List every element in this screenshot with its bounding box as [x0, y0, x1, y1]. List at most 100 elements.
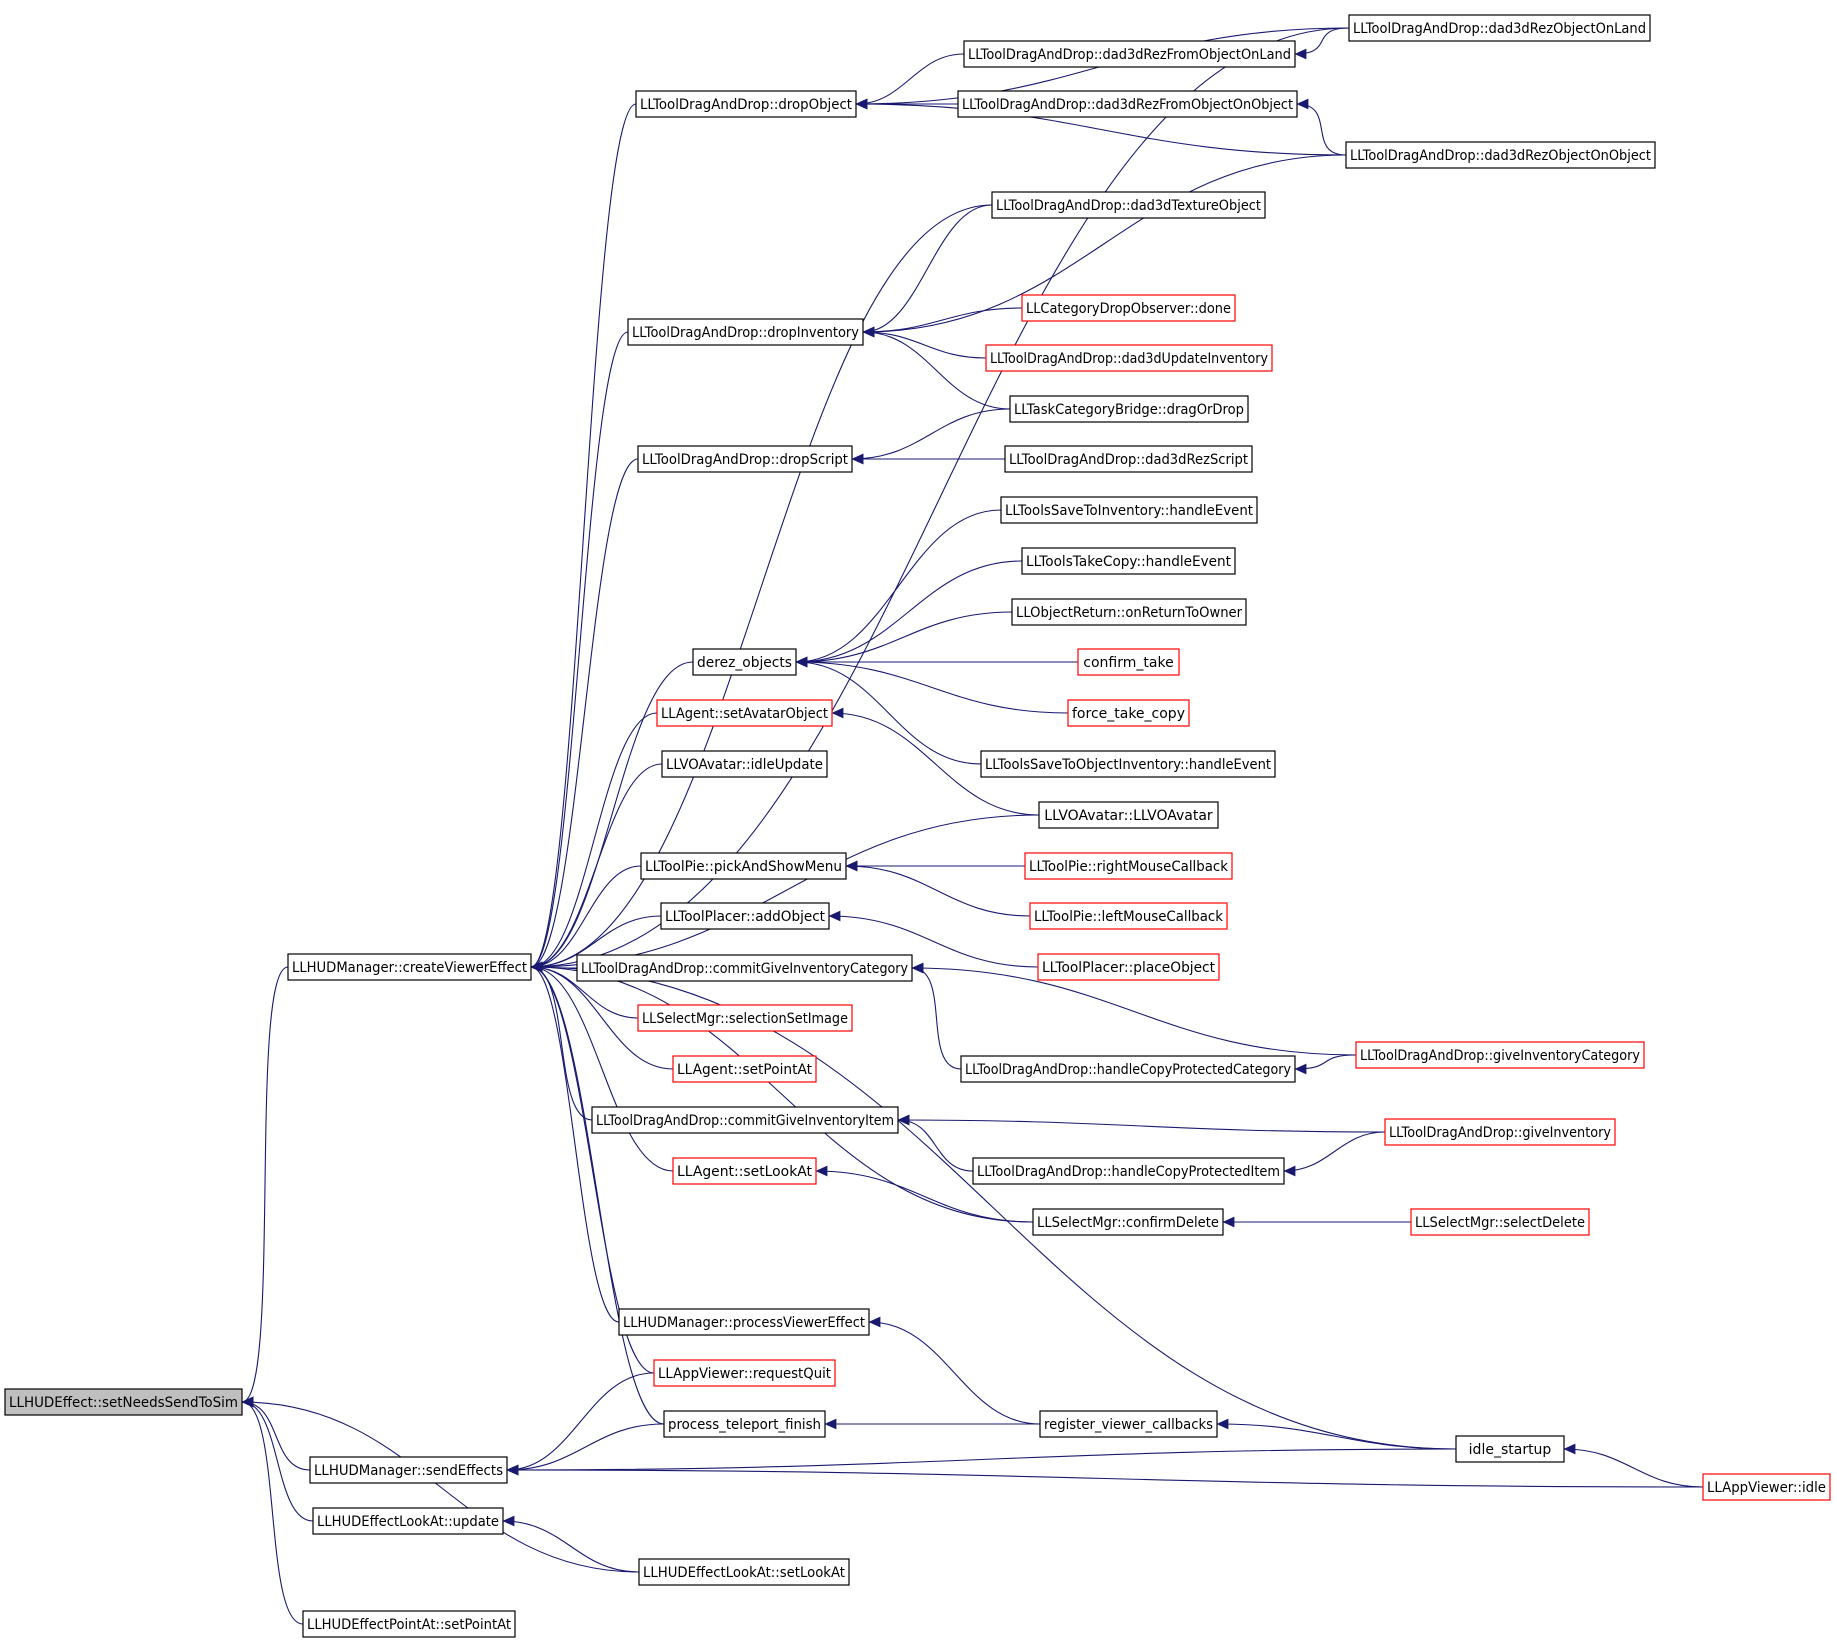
node-box[interactable] — [1011, 598, 1247, 626]
node-updateInventory[interactable]: LLToolDragAndDrop::dad3dUpdateInventory — [985, 344, 1273, 372]
node-dragOrDrop[interactable]: LLTaskCategoryBridge::dragOrDrop — [1009, 395, 1249, 423]
node-returnToOwner[interactable]: LLObjectReturn::onReturnToOwner — [1011, 598, 1247, 626]
node-idleUpdate[interactable]: LLVOAvatar::idleUpdate — [661, 750, 828, 778]
node-box[interactable] — [1032, 1208, 1224, 1236]
node-handleCopyItem[interactable]: LLToolDragAndDrop::handleCopyProtectedIt… — [972, 1157, 1285, 1185]
node-box[interactable] — [1455, 1435, 1565, 1463]
node-setLookAtFx[interactable]: LLHUDEffectLookAt::setLookAt — [638, 1558, 850, 1586]
node-box[interactable] — [309, 1456, 508, 1484]
node-dropScript[interactable]: LLToolDragAndDrop::dropScript — [637, 445, 853, 473]
node-box[interactable] — [1021, 547, 1236, 575]
node-box[interactable] — [635, 90, 857, 118]
node-box[interactable] — [661, 750, 828, 778]
node-confirmDelete[interactable]: LLSelectMgr::confirmDelete — [1032, 1208, 1224, 1236]
node-rezObjOnObj[interactable]: LLToolDragAndDrop::dad3dRezObjectOnObjec… — [1345, 141, 1656, 169]
node-box[interactable] — [1039, 1410, 1218, 1438]
node-box[interactable] — [618, 1308, 870, 1336]
node-box[interactable] — [663, 1410, 826, 1438]
node-box[interactable] — [660, 902, 830, 930]
node-box[interactable] — [302, 1610, 516, 1638]
node-box[interactable] — [627, 318, 864, 346]
node-box[interactable] — [1702, 1473, 1831, 1501]
node-box[interactable] — [1000, 496, 1258, 524]
node-box[interactable] — [1345, 141, 1656, 169]
node-box[interactable] — [963, 40, 1296, 68]
node-handleCopyCat[interactable]: LLToolDragAndDrop::handleCopyProtectedCa… — [960, 1055, 1296, 1083]
node-box[interactable] — [972, 1157, 1285, 1185]
node-textureObject[interactable]: LLToolDragAndDrop::dad3dTextureObject — [991, 191, 1266, 219]
node-selectionSetImage[interactable]: LLSelectMgr::selectionSetImage — [637, 1004, 853, 1032]
node-idleStartup[interactable]: idle_startup — [1455, 1435, 1565, 1463]
node-voAvatarCtor[interactable]: LLVOAvatar::LLVOAvatar — [1038, 801, 1219, 829]
node-box[interactable] — [1077, 648, 1180, 676]
node-box[interactable] — [640, 852, 847, 880]
node-sendEffects[interactable]: LLHUDManager::sendEffects — [309, 1456, 508, 1484]
node-box[interactable] — [1009, 395, 1249, 423]
node-setNeedsSendToSim[interactable]: LLHUDEffect::setNeedsSendToSim — [4, 1388, 243, 1416]
node-box[interactable] — [985, 344, 1273, 372]
node-box[interactable] — [672, 1157, 817, 1185]
node-box[interactable] — [653, 1359, 836, 1387]
node-box[interactable] — [1037, 953, 1220, 981]
node-box[interactable] — [4, 1388, 243, 1416]
node-giveInv[interactable]: LLToolDragAndDrop::giveInventory — [1384, 1118, 1616, 1146]
node-selectDelete[interactable]: LLSelectMgr::selectDelete — [1410, 1208, 1590, 1236]
node-catDropDone[interactable]: LLCategoryDropObserver::done — [1021, 294, 1236, 322]
node-box[interactable] — [1410, 1208, 1590, 1236]
node-setPointAtFx[interactable]: LLHUDEffectPointAt::setPointAt — [302, 1610, 516, 1638]
node-rezFromObjOnLand[interactable]: LLToolDragAndDrop::dad3dRezFromObjectOnL… — [963, 40, 1296, 68]
node-rezObjOnLand[interactable]: LLToolDragAndDrop::dad3dRezObjectOnLand — [1348, 14, 1651, 42]
node-box[interactable] — [1038, 801, 1219, 829]
node-giveInvCat[interactable]: LLToolDragAndDrop::giveInventoryCategory — [1355, 1041, 1645, 1069]
node-box[interactable] — [991, 191, 1266, 219]
node-placeObject[interactable]: LLToolPlacer::placeObject — [1037, 953, 1220, 981]
node-setAvatarObject[interactable]: LLAgent::setAvatarObject — [656, 699, 833, 727]
node-box[interactable] — [287, 953, 532, 981]
node-box[interactable] — [1004, 445, 1253, 473]
node-box[interactable] — [1067, 699, 1190, 727]
node-box[interactable] — [637, 1004, 853, 1032]
node-saveToInv[interactable]: LLToolsSaveToInventory::handleEvent — [1000, 496, 1258, 524]
node-processViewerEffect[interactable]: LLHUDManager::processViewerEffect — [618, 1308, 870, 1336]
node-dropInventory[interactable]: LLToolDragAndDrop::dropInventory — [627, 318, 864, 346]
node-confirmTake[interactable]: confirm_take — [1077, 648, 1180, 676]
node-dropObject[interactable]: LLToolDragAndDrop::dropObject — [635, 90, 857, 118]
node-box[interactable] — [1355, 1041, 1645, 1069]
node-box[interactable] — [1384, 1118, 1616, 1146]
node-derez[interactable]: derez_objects — [692, 648, 797, 676]
node-processTeleport[interactable]: process_teleport_finish — [663, 1410, 826, 1438]
node-lookAtUpdate[interactable]: LLHUDEffectLookAt::update — [312, 1507, 504, 1535]
node-appIdle[interactable]: LLAppViewer::idle — [1702, 1473, 1831, 1501]
node-agentSetPointAt[interactable]: LLAgent::setPointAt — [672, 1055, 817, 1083]
node-rezScript[interactable]: LLToolDragAndDrop::dad3dRezScript — [1004, 445, 1253, 473]
node-rightMouse[interactable]: LLToolPie::rightMouseCallback — [1024, 852, 1233, 880]
node-pickAndShowMenu[interactable]: LLToolPie::pickAndShowMenu — [640, 852, 847, 880]
node-createViewerEffect[interactable]: LLHUDManager::createViewerEffect — [287, 953, 532, 981]
node-takeCopy[interactable]: LLToolsTakeCopy::handleEvent — [1021, 547, 1236, 575]
node-agentSetLookAt[interactable]: LLAgent::setLookAt — [672, 1157, 817, 1185]
node-saveToObjInv[interactable]: LLToolsSaveToObjectInventory::handleEven… — [980, 750, 1276, 778]
node-commitGiveCat[interactable]: LLToolDragAndDrop::commitGiveInventoryCa… — [576, 954, 913, 982]
node-box[interactable] — [957, 90, 1298, 118]
node-box[interactable] — [1021, 294, 1236, 322]
node-forceTakeCopy[interactable]: force_take_copy — [1067, 699, 1190, 727]
node-registerCallbacks[interactable]: register_viewer_callbacks — [1039, 1410, 1218, 1438]
node-box[interactable] — [672, 1055, 817, 1083]
node-box[interactable] — [591, 1106, 899, 1134]
node-box[interactable] — [1029, 902, 1228, 930]
node-box[interactable] — [637, 445, 853, 473]
node-box[interactable] — [312, 1507, 504, 1535]
node-requestQuit[interactable]: LLAppViewer::requestQuit — [653, 1359, 836, 1387]
node-box[interactable] — [980, 750, 1276, 778]
node-addObject[interactable]: LLToolPlacer::addObject — [660, 902, 830, 930]
node-commitGiveItem[interactable]: LLToolDragAndDrop::commitGiveInventoryIt… — [591, 1106, 899, 1134]
node-box[interactable] — [960, 1055, 1296, 1083]
node-box[interactable] — [638, 1558, 850, 1586]
node-leftMouse[interactable]: LLToolPie::leftMouseCallback — [1029, 902, 1228, 930]
node-box[interactable] — [692, 648, 797, 676]
node-box[interactable] — [576, 954, 913, 982]
node-box[interactable] — [1348, 14, 1651, 42]
node-box[interactable] — [656, 699, 833, 727]
node-rezFromObjOnObj[interactable]: LLToolDragAndDrop::dad3dRezFromObjectOnO… — [957, 90, 1298, 118]
node-box[interactable] — [1024, 852, 1233, 880]
